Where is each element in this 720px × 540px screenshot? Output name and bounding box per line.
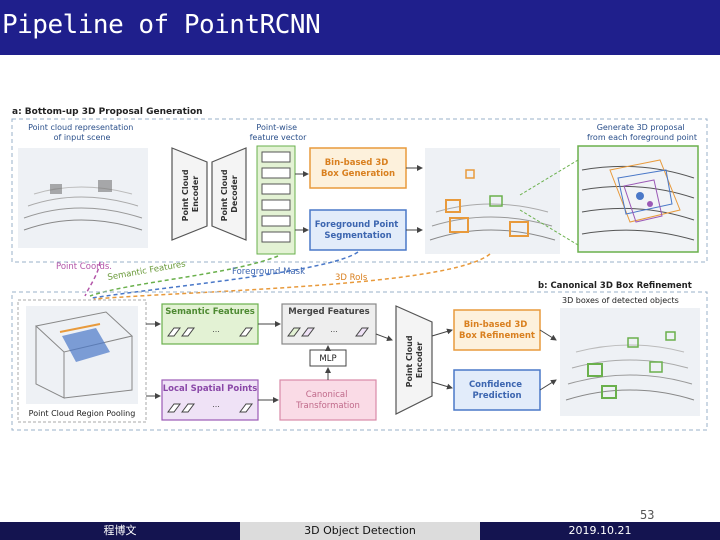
semantic-features-box (161, 303, 259, 345)
semantic-ellipsis: ... (212, 325, 220, 334)
pointwise-label: Point-wise feature vector (250, 123, 308, 142)
footer-topic: 3D Object Detection (240, 522, 480, 540)
footer-author: 程博文 (0, 522, 240, 540)
slide-title: Pipeline of PointRCNN (2, 10, 321, 40)
pipeline-figure: a: Bottom-up 3D Proposal Generation Poin… (11, 107, 708, 431)
bin-box-refinement (453, 309, 541, 351)
merged-feature-glyphs (287, 327, 369, 337)
merged-features-box (281, 303, 377, 345)
stage-b-encoder-label: Point Cloud Encoder (405, 333, 424, 388)
generate-proposal-label: Generate 3D proposal from each foregroun… (587, 123, 697, 142)
bin-box-generation-label: Bin-based 3D Box Generation (321, 158, 395, 179)
input-scene-image (18, 148, 148, 248)
region-pooling-image (26, 306, 138, 404)
rois-label: 3D RoIs (335, 273, 368, 283)
foreground-segmentation (309, 209, 407, 251)
bin-box-generation (309, 147, 407, 189)
bin-box-refinement-label: Bin-based 3D Box Refinement (459, 320, 535, 341)
stage-b-header: b: Canonical 3D Box Refinement (538, 281, 692, 291)
local-spatial-glyphs (167, 403, 253, 413)
encoder-trapezoid (171, 147, 208, 241)
proposals-scene-image (425, 148, 560, 254)
mlp-label: MLP (319, 354, 336, 364)
confidence-prediction-label: Confidence Prediction (469, 380, 525, 401)
proposal-zoom-image (577, 145, 699, 253)
stage-a-header: a: Bottom-up 3D Proposal Generation (12, 107, 203, 117)
stage-a-frame (11, 118, 708, 263)
stage-b-frame (11, 291, 708, 431)
foreground-segmentation-label: Foreground Point Segmentation (315, 220, 402, 241)
semantic-features-box-label: Semantic Features (165, 307, 255, 317)
point-coords-arrow (84, 261, 101, 297)
stage-b-encoder (395, 305, 433, 415)
local-ellipsis: ... (212, 400, 220, 409)
detected-boxes-image (560, 308, 700, 416)
merged-features-label: Merged Features (288, 307, 369, 317)
semantic-features-arrow (89, 255, 279, 297)
decoder-trapezoid (211, 147, 247, 241)
page-number: 53 (640, 508, 655, 522)
footer-date: 2019.10.21 (480, 522, 720, 540)
canonical-transformation-label: Canonical Transformation (295, 390, 360, 411)
title-bar: Pipeline of PointRCNN (0, 0, 720, 55)
point-coords-label: Point Coords. (56, 262, 112, 272)
rois-arrow (93, 253, 491, 300)
region-pooling-label: Point Cloud Region Pooling (29, 409, 136, 418)
local-spatial-label: Local Spatial Points (163, 384, 258, 394)
pointwise-feature-vector (256, 145, 296, 255)
semantic-feature-glyphs (167, 327, 253, 337)
canonical-transformation-box (279, 379, 377, 421)
merged-ellipsis: ... (330, 325, 338, 334)
footer-bar: 程博文 3D Object Detection 2019.10.21 (0, 522, 720, 540)
encoder-label: Point Cloud Encoder (181, 167, 200, 222)
point-cloud-label: Point cloud representation of input scen… (28, 123, 136, 142)
foreground-mask-label: Foreground Mask (232, 267, 305, 277)
decoder-label: Point Cloud Decoder (220, 167, 239, 222)
detected-boxes-label: 3D boxes of detected objects (562, 296, 679, 305)
confidence-prediction (453, 369, 541, 411)
local-spatial-box (161, 379, 259, 421)
